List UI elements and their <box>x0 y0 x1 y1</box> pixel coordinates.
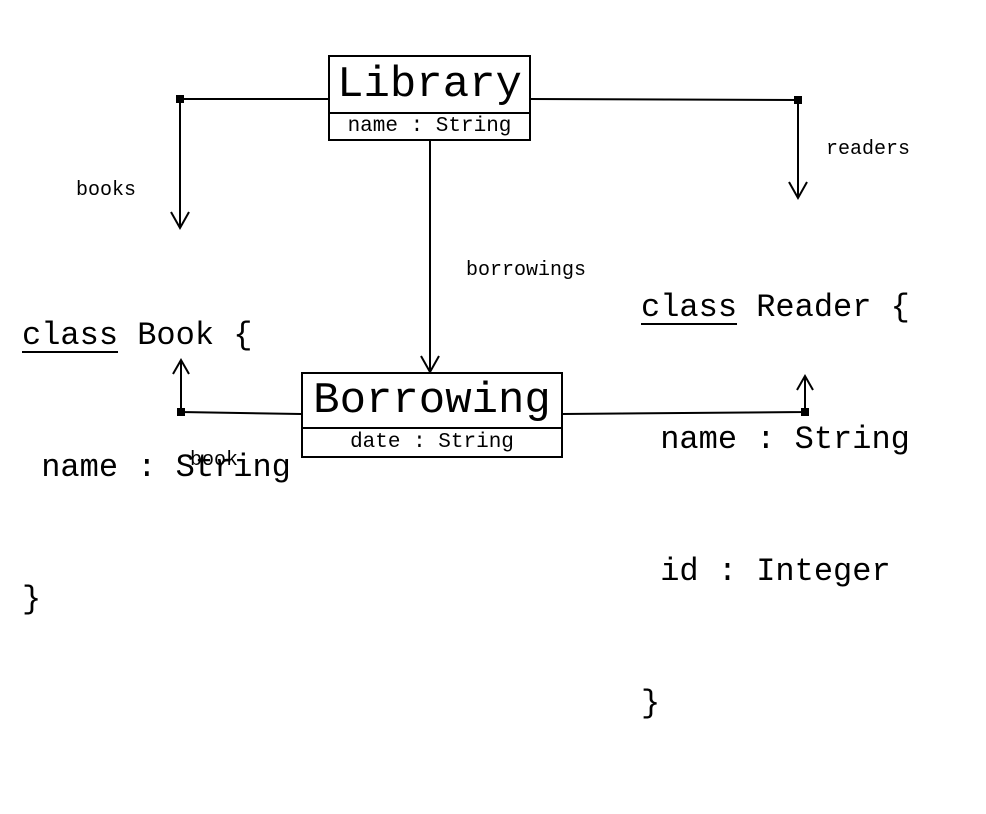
book-class-keyword: class <box>22 317 119 354</box>
book-class-name: Book <box>137 317 215 354</box>
library-class-box: Library name : String <box>328 55 531 141</box>
reader-class-keyword: class <box>641 289 738 326</box>
book-field: name : String <box>41 449 291 486</box>
books-label: books <box>76 179 137 202</box>
borrowing-attribute: date : String <box>350 431 514 454</box>
books-connector-dot <box>176 95 184 103</box>
book-open-brace: { <box>233 317 253 354</box>
reader-class-name: Reader <box>756 289 872 326</box>
reader-close-brace: } <box>641 685 661 722</box>
book-close-brace: } <box>22 581 42 618</box>
reader-open-brace: { <box>890 289 910 326</box>
readers-association <box>529 98 799 196</box>
books-association <box>179 98 328 226</box>
borrowing-class-name: Borrowing <box>303 374 561 429</box>
reader-arrowhead <box>796 373 814 391</box>
books-arrowhead <box>170 211 190 231</box>
borrowings-label: borrowings <box>466 259 587 282</box>
reader-class-header: class Reader { <box>641 286 910 330</box>
reader-field-name: name : String <box>660 421 910 458</box>
book-arrowhead <box>172 357 190 375</box>
reader-connector-dot <box>801 408 809 416</box>
diagram-canvas: Library name : String Borrowing date : S… <box>22 55 911 722</box>
library-attribute: name : String <box>347 115 512 138</box>
book-class-code: class Book { name : String } <box>22 226 291 710</box>
book-label: book <box>190 449 239 472</box>
readers-connector-dot <box>794 96 802 104</box>
library-class-name: Library <box>330 57 529 114</box>
readers-arrowhead <box>788 181 808 201</box>
borrowing-class-box: Borrowing date : String <box>301 372 563 458</box>
readers-label: readers <box>826 138 911 161</box>
book-class-header: class Book { <box>22 314 291 358</box>
reader-class-code: class Reader { name : String id : Intege… <box>641 198 910 814</box>
connector-lines <box>170 95 814 416</box>
reader-field-id: id : Integer <box>660 553 891 590</box>
book-connector-dot <box>177 408 185 416</box>
